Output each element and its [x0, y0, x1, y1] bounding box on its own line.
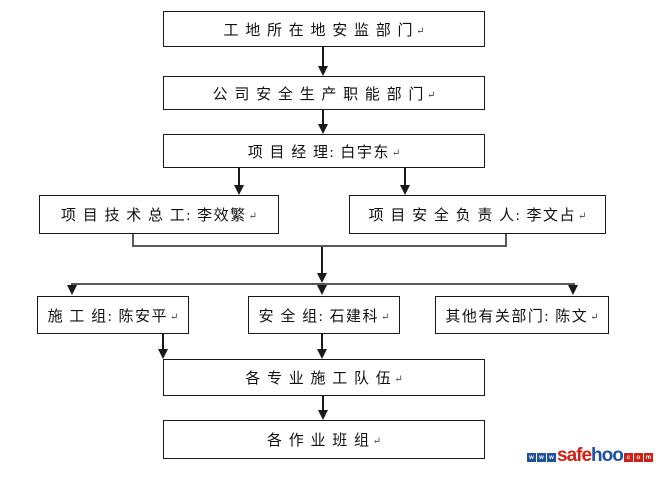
- arrow-down-icon: [317, 285, 327, 295]
- watermark-letter-block: o: [633, 453, 643, 462]
- arrow-down-icon: [317, 273, 327, 283]
- return-mark-icon: ↵: [416, 25, 425, 37]
- return-mark-icon: ↵: [590, 311, 599, 323]
- arrow-down-icon: [568, 285, 578, 295]
- return-mark-icon: ↵: [170, 311, 179, 323]
- watermark-brand-safe: safe: [557, 445, 592, 466]
- connector-line-2: [322, 110, 324, 126]
- flow-node-label: 项 目 技 术 总 工: 李效繁: [60, 208, 247, 224]
- watermark-letter-block: w: [547, 453, 556, 462]
- return-mark-icon: ↵: [578, 211, 587, 222]
- connector-line-3b: [404, 168, 406, 187]
- connector-bus-line: [71, 283, 575, 285]
- connector-join-line: [132, 245, 507, 247]
- flow-node-label: 项 目 安 全 负 责 人: 李文占: [368, 208, 577, 224]
- flow-node-label: 工 地 所 在 地 安 监 部 门: [223, 22, 415, 39]
- watermark-letter-block: m: [643, 453, 653, 462]
- connector-line-5b: [321, 334, 323, 351]
- connector-line-1: [322, 47, 324, 67]
- flow-node-label: 其他有关部门: 陈文: [445, 308, 589, 325]
- arrow-down-icon: [318, 410, 328, 420]
- flow-node-work-groups: 各 作 业 班 组↵: [163, 420, 485, 459]
- connector-line-center: [321, 247, 323, 274]
- watermark-letter-block: w: [537, 453, 546, 462]
- flow-node-safety-team: 安 全 组: 石建科↵: [248, 296, 400, 334]
- flow-node-label: 项 目 经 理: 白宇东: [247, 144, 390, 161]
- flow-node-safety-director: 项 目 安 全 负 责 人: 李文占↵: [349, 195, 606, 234]
- flow-node-label: 施 工 组: 陈安平: [47, 308, 169, 325]
- connector-line-5a: [162, 334, 164, 351]
- arrow-down-icon: [67, 285, 77, 295]
- flow-node-chief-technical-engineer: 项 目 技 术 总 工: 李效繁↵: [39, 195, 279, 234]
- flow-node-label: 各 作 业 班 组: [267, 433, 371, 449]
- flow-node-other-departments: 其他有关部门: 陈文↵: [435, 296, 609, 334]
- flow-node-local-safety-authority: 工 地 所 在 地 安 监 部 门↵: [163, 11, 485, 47]
- watermark-letter-block: c: [623, 453, 633, 462]
- arrow-down-icon: [318, 124, 328, 134]
- connector-line-6: [322, 396, 324, 412]
- flow-node-label: 安 全 组: 石建科: [258, 308, 380, 325]
- arrow-down-icon: [318, 66, 328, 76]
- return-mark-icon: ↵: [248, 211, 258, 222]
- return-mark-icon: ↵: [381, 311, 390, 323]
- watermark-brand-hoo: hoo: [591, 445, 624, 466]
- safehoo-watermark: w w w safe hoo c o m: [527, 446, 654, 465]
- flow-node-construction-team: 施 工 组: 陈安平↵: [37, 296, 189, 334]
- arrow-down-icon: [158, 349, 168, 359]
- flow-node-label: 各 专 业 施 工 队 伍: [245, 371, 393, 387]
- flow-node-label: 公 司 安 全 生 产 职 能 部 门: [212, 86, 425, 103]
- connector-stub-left: [132, 234, 134, 247]
- watermark-letter-block: w: [527, 453, 536, 462]
- connector-stub-right: [505, 234, 507, 247]
- return-mark-icon: ↵: [394, 374, 403, 385]
- flow-node-specialized-crews: 各 专 业 施 工 队 伍↵: [163, 359, 485, 396]
- flow-node-project-manager: 项 目 经 理: 白宇东↵: [163, 134, 485, 168]
- connector-line-3a: [238, 168, 240, 187]
- arrow-down-icon: [400, 185, 410, 195]
- flow-node-company-safety-dept: 公 司 安 全 生 产 职 能 部 门↵: [163, 76, 485, 110]
- return-mark-icon: ↵: [391, 147, 401, 159]
- return-mark-icon: ↵: [372, 436, 381, 447]
- return-mark-icon: ↵: [426, 89, 436, 101]
- arrow-down-icon: [234, 185, 244, 195]
- arrow-down-icon: [317, 349, 327, 359]
